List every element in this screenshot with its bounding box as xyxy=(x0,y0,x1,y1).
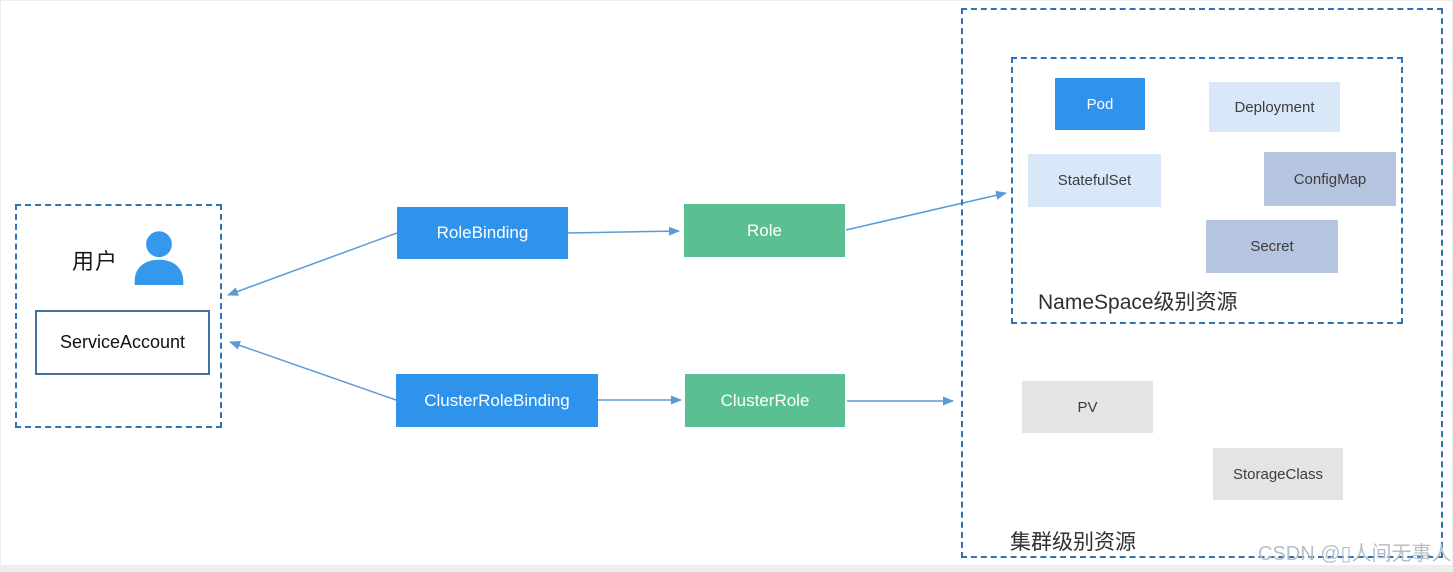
namespace-level-group-box xyxy=(1011,57,1403,324)
cluster-level-group-box xyxy=(961,8,1443,558)
resource-secret: Secret xyxy=(1206,220,1338,273)
namespace-group-title: NameSpace级别资源 xyxy=(1038,291,1238,314)
user-label: 用户 xyxy=(72,249,119,274)
role-box: Role xyxy=(684,204,845,257)
resource-configmap: ConfigMap xyxy=(1264,152,1396,206)
bottom-edge-strip xyxy=(0,565,1453,572)
resource-statefulset: StatefulSet xyxy=(1028,154,1161,207)
service-account-label: ServiceAccount xyxy=(59,332,186,352)
csdn-watermark: CSDN @▯人间无事人 xyxy=(1258,543,1452,565)
cluster-role-binding-box: ClusterRoleBinding xyxy=(396,374,598,427)
resource-pod: Pod xyxy=(1055,78,1145,130)
cluster-group-title: 集群级别资源 xyxy=(1010,531,1136,554)
role-binding-box: RoleBinding xyxy=(397,207,568,259)
cluster-role-box: ClusterRole xyxy=(685,374,845,427)
arrow-rolebinding-to-user xyxy=(227,232,398,296)
service-account-box: ServiceAccount xyxy=(35,310,210,375)
user-icon xyxy=(134,231,184,285)
arrow-clusterrolebinding-to-serviceaccount xyxy=(229,341,397,401)
user-group-box: 用户 ServiceAccount xyxy=(15,204,222,428)
arrow-rolebinding-to-role xyxy=(567,226,680,236)
resource-storageclass: StorageClass xyxy=(1213,448,1343,500)
resource-deployment: Deployment xyxy=(1209,82,1340,132)
resource-pv: PV xyxy=(1022,381,1153,433)
